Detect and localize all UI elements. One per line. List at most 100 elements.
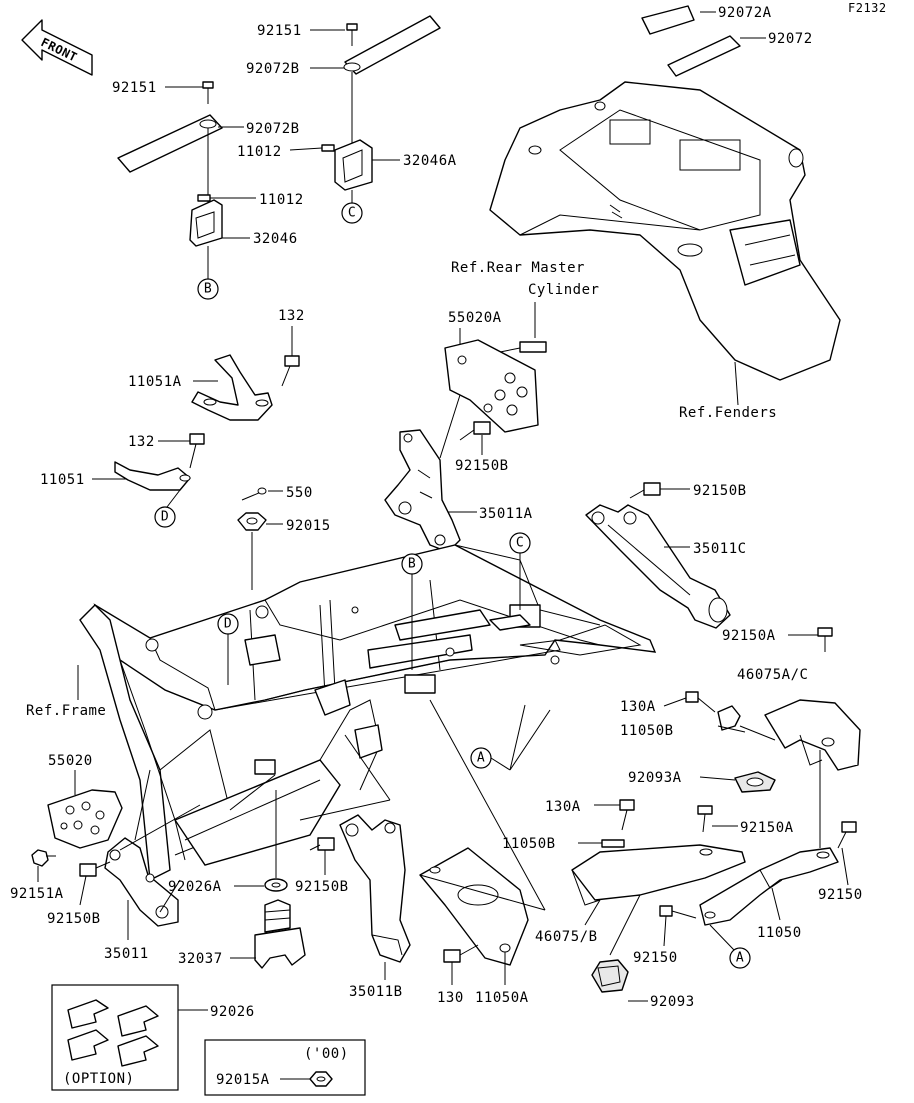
rear-fender — [489, 81, 841, 381]
heel-guard-46075b — [571, 844, 746, 906]
bolt-130a-top — [685, 691, 716, 713]
label-92150b-low: 92150B — [295, 879, 349, 895]
shim-92026-set — [67, 999, 159, 1067]
svg-text:A: A — [477, 751, 485, 766]
bolt-132-mid — [189, 433, 205, 469]
label-35011b: 35011B — [349, 984, 403, 1000]
label-92093a: 92093A — [628, 770, 682, 786]
front-arrow-icon: FRONT — [21, 19, 93, 76]
callout-a-frame: A — [470, 747, 492, 769]
callout-b-top: B — [197, 278, 219, 300]
label-92026: 92026 — [210, 1004, 255, 1020]
label-32046: 32046 — [253, 231, 298, 247]
label-92150b-right: 92150B — [693, 483, 747, 499]
plate-11050a — [419, 847, 529, 966]
bolt-92150a-mid — [697, 805, 713, 833]
label-ref-fenders: Ref.Fenders — [679, 405, 777, 421]
pin-11050b-mid — [601, 839, 625, 848]
footpeg-plate-55020 — [47, 789, 123, 849]
label-35011c: 35011C — [693, 541, 747, 557]
strap-92072a — [641, 5, 716, 35]
label-92072b-top: 92072B — [246, 61, 300, 77]
label-92015: 92015 — [286, 518, 331, 534]
label-11012-top: 11012 — [237, 144, 282, 160]
label-132-mid: 132 — [128, 434, 155, 450]
strap-92072 — [667, 35, 766, 77]
pin-11012-left — [197, 194, 211, 202]
label-92093: 92093 — [650, 994, 695, 1010]
label-11050b-mid: 11050B — [502, 836, 556, 852]
pin-550 — [241, 487, 267, 501]
label-35011a: 35011A — [479, 506, 533, 522]
arm-35011c — [585, 504, 731, 629]
label-92151a: 92151A — [10, 886, 64, 902]
bolt-132-top — [281, 355, 300, 387]
label-35011: 35011 — [104, 946, 149, 962]
bracket-32046 — [189, 199, 223, 247]
bracket-35011b — [339, 814, 411, 963]
label-option: (OPTION) — [63, 1071, 134, 1087]
bracket-11051a — [191, 354, 273, 421]
label-130: 130 — [437, 990, 464, 1006]
label-550: 550 — [286, 485, 313, 501]
callout-d-frame: D — [217, 613, 239, 635]
callout-c-top: C — [341, 202, 363, 224]
label-92150b-left: 92150B — [47, 911, 101, 927]
bolt-92150-low — [659, 905, 697, 919]
footpeg-plate-55020a — [444, 339, 539, 433]
label-92150-right: 92150 — [818, 887, 863, 903]
label-11050b-top: 11050B — [620, 723, 674, 739]
bolt-92151a — [31, 849, 56, 867]
label-32046a: 32046A — [403, 153, 457, 169]
label-92151-top: 92151 — [257, 23, 302, 39]
label-92015a: 92015A — [216, 1072, 270, 1088]
label-132-top: 132 — [278, 308, 305, 324]
label-55020a: 55020A — [448, 310, 502, 326]
bracket-35011a — [384, 429, 461, 553]
bolt-92150b-mid — [459, 421, 491, 441]
svg-text:D: D — [161, 510, 169, 525]
label-ref-rear-master-1: Ref.Rear Master — [451, 260, 585, 276]
callout-a-right: A — [729, 947, 751, 969]
bolt-92151-left — [202, 81, 214, 104]
shim-92026a — [264, 878, 288, 892]
svg-text:C: C — [516, 536, 524, 551]
diagram-id: F2132 — [848, 1, 887, 15]
main-frame — [79, 544, 657, 882]
label-ref-frame: Ref.Frame — [26, 703, 106, 719]
bolt-92150b-right — [629, 482, 661, 499]
label-92150b-mid: 92150B — [455, 458, 509, 474]
label-46075b: 46075/B — [535, 929, 598, 945]
strap-92072b-top — [343, 15, 441, 170]
label-55020: 55020 — [48, 753, 93, 769]
bolt-92151-top — [346, 23, 358, 46]
bolt-130 — [443, 944, 479, 963]
callout-d-left: D — [154, 506, 176, 528]
label-130a-top: 130A — [620, 699, 656, 715]
label-92151-left: 92151 — [112, 80, 157, 96]
label-11050a: 11050A — [475, 990, 529, 1006]
label-92072a: 92072A — [718, 5, 772, 21]
label-92150a-top: 92150A — [722, 628, 776, 644]
label-92150-low: 92150 — [633, 950, 678, 966]
svg-text:B: B — [408, 557, 416, 572]
bracket-32046a — [334, 139, 373, 191]
label-130a-mid: 130A — [545, 799, 581, 815]
svg-text:B: B — [204, 282, 212, 297]
callout-c-frame: C — [509, 532, 531, 554]
label-11012-left: 11012 — [259, 192, 304, 208]
nut-92015 — [237, 512, 267, 531]
label-92026a: 92026A — [168, 879, 222, 895]
bolt-92150b-low — [309, 837, 335, 851]
heel-guard-46075ac — [764, 699, 861, 771]
bolt-92150a-top — [817, 627, 833, 652]
label-92072: 92072 — [768, 31, 813, 47]
bracket-11050 — [699, 847, 839, 926]
bracket-11051 — [114, 461, 191, 491]
pin-11012-top — [321, 144, 335, 152]
label-92072b-left: 92072B — [246, 121, 300, 137]
bracket-35011 — [104, 837, 179, 927]
grommet-92093 — [591, 959, 629, 993]
option-box — [51, 984, 179, 1091]
callout-b-frame: B — [401, 553, 423, 575]
